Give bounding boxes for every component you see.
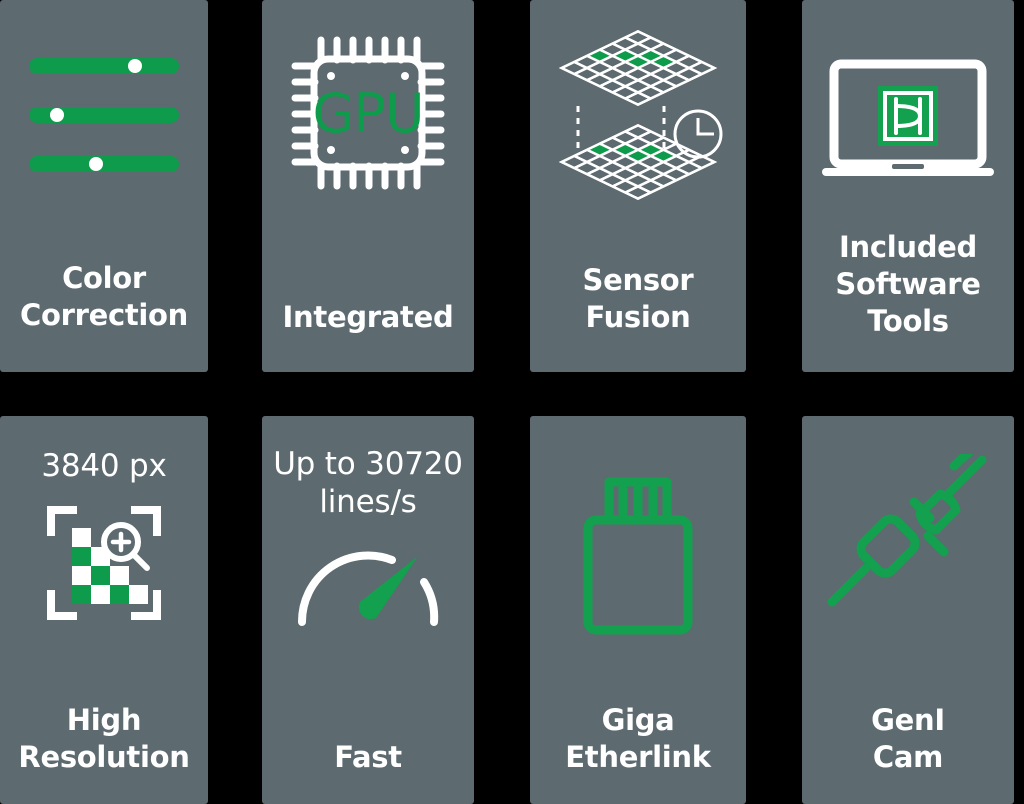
card-label: Sensor Fusion [582,262,694,334]
slider-track [29,107,179,123]
plug-socket-icon [822,454,994,610]
card-label: Fast [334,739,402,774]
feature-card-sensor-fusion[interactable]: Sensor Fusion [530,0,746,372]
magnifier-plus-icon [101,521,150,571]
card-label: Included Software Tools [835,229,981,338]
slider-row-1[interactable] [29,58,179,74]
card-label: High Resolution [18,702,190,774]
card-icon-area [802,0,1014,178]
feature-card-giga-etherlink[interactable]: Giga Etherlink [530,416,746,804]
card-icon-area [0,0,208,172]
card-label: Integrated [282,299,454,334]
feature-card-color-correction[interactable]: Color Correction [0,0,208,372]
pixel-zoom-icon [45,504,163,622]
gpu-chip-icon: GPU [285,30,451,196]
slider-knob[interactable] [50,108,64,122]
slider-row-3[interactable] [29,156,179,172]
slider-track [29,156,179,172]
clock-icon [673,109,723,159]
speed-stat: Up to 30720 lines/s [273,446,463,520]
resolution-stat: 3840 px [41,448,167,484]
card-label: Giga Etherlink [565,702,711,774]
feature-card-fast[interactable]: Up to 30720 lines/s Fast [262,416,474,804]
feature-card-genicam[interactable]: GenI Cam [802,416,1014,804]
slider-knob[interactable] [128,59,142,73]
slider-row-2[interactable] [29,107,179,123]
feature-card-included-software-tools[interactable]: Included Software Tools [802,0,1014,372]
feature-card-integrated-gpu[interactable]: GPU Integrated [262,0,474,372]
app-logo-icon [878,86,938,146]
card-icon-area: 3840 px [0,416,208,622]
stacked-sensor-grids-icon [538,22,738,204]
card-icon-area: GPU [262,0,474,196]
card-icon-area [530,0,746,204]
slider-knob[interactable] [89,157,103,171]
card-icon-area [802,416,1014,610]
gpu-chip-label: GPU [313,82,424,145]
feature-card-high-resolution[interactable]: 3840 px [0,416,208,804]
slider-track [29,58,179,74]
card-icon-area: Up to 30720 lines/s [262,416,474,626]
speedometer-icon [288,538,448,626]
card-label: GenI Cam [871,702,945,774]
card-icon-area [530,416,746,638]
laptop-icon [820,58,996,178]
rj45-connector-icon [583,474,693,638]
sliders-icon [29,58,179,172]
card-label: Color Correction [19,260,189,332]
